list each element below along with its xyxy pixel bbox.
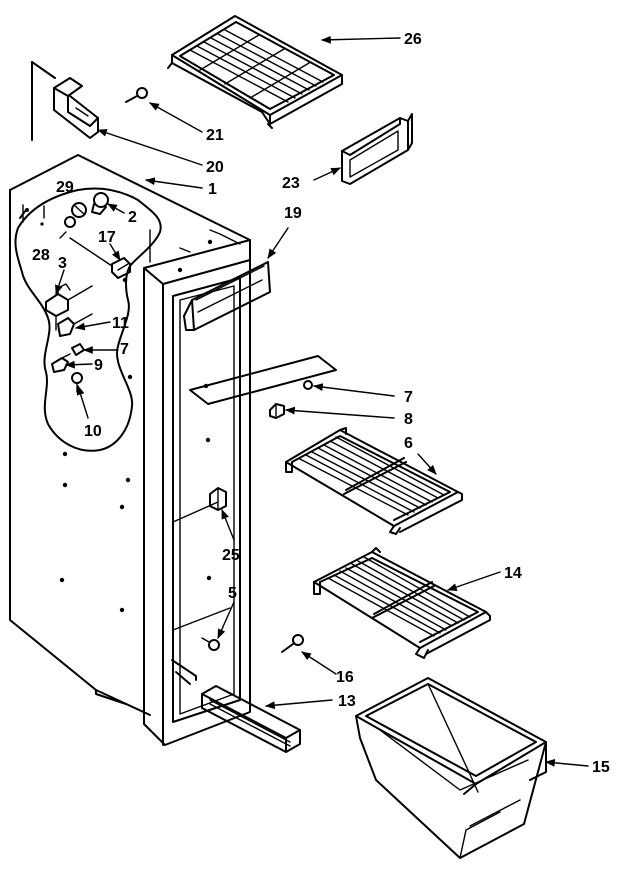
callout-20: 20 — [206, 159, 224, 176]
callout-29: 29 — [56, 179, 74, 196]
part-11-clip — [57, 313, 93, 337]
part-23-bracket — [341, 113, 413, 185]
cutaway-area — [14, 187, 162, 452]
callout-13: 13 — [338, 693, 356, 710]
part-13-trim — [201, 685, 301, 753]
callout-5: 5 — [228, 585, 237, 602]
part-8-clip-right — [269, 403, 285, 419]
part-16-screw — [281, 634, 304, 653]
callout-28: 28 — [32, 247, 50, 264]
part-5-screw — [201, 637, 220, 651]
part-1-liner — [9, 61, 251, 746]
callout-15: 15 — [592, 759, 610, 776]
part-15-bin — [355, 677, 547, 859]
callout-25: 25 — [222, 547, 240, 564]
callout-10: 10 — [84, 423, 102, 440]
part-7-screw-right — [303, 380, 313, 390]
callout-2: 2 — [128, 209, 137, 226]
callout-23: 23 — [282, 175, 300, 192]
part-6-shelf — [285, 427, 463, 535]
part-20-hinge — [53, 77, 99, 139]
callout-11: 11 — [112, 315, 129, 332]
callout-8: 8 — [404, 411, 413, 428]
leader-lines — [55, 35, 589, 767]
part-10-socket — [71, 372, 83, 393]
callout-1: 1 — [208, 181, 217, 198]
part-29-28-socket — [40, 202, 87, 239]
callout-17: 17 — [98, 229, 116, 246]
callout-7-right: 7 — [404, 389, 413, 406]
callout-3: 3 — [58, 255, 67, 272]
part-14-shelf — [313, 547, 491, 659]
part-19-duct — [183, 261, 271, 331]
callout-6: 6 — [404, 435, 413, 452]
part-7-small-clip — [71, 343, 85, 356]
callout-21: 21 — [206, 127, 224, 144]
callout-26: 26 — [404, 31, 422, 48]
part-26-shelf — [167, 15, 343, 129]
part-9-lamp-holder — [51, 353, 71, 373]
part-plate — [189, 355, 337, 405]
part-21-screw — [125, 87, 148, 103]
callout-16: 16 — [336, 669, 354, 686]
callout-labels: 26 21 20 1 23 29 2 19 28 17 3 11 7 9 10 … — [32, 31, 610, 776]
part-2-bulb — [91, 192, 109, 215]
callout-7-left: 7 — [120, 341, 129, 358]
part-3-switch — [45, 283, 93, 331]
part-25-clip — [209, 487, 227, 511]
callout-19: 19 — [284, 205, 302, 222]
callout-9: 9 — [94, 357, 103, 374]
part-17-thermostat — [69, 237, 131, 279]
callout-14: 14 — [504, 565, 522, 582]
